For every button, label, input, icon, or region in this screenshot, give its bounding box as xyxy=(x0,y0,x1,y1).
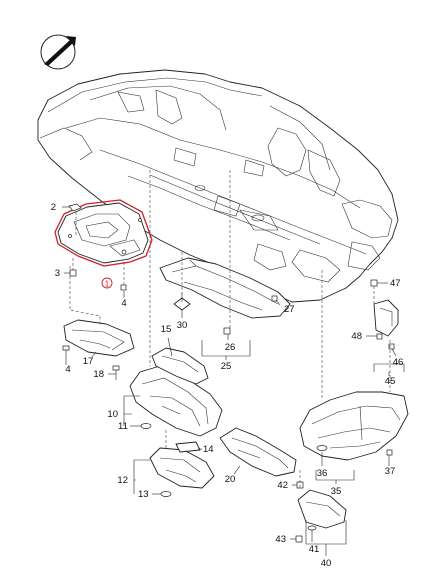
bracket-part-45 xyxy=(373,299,399,337)
callout-48: 48 xyxy=(351,331,362,342)
callout-37: 37 xyxy=(385,466,396,477)
callout-47: 47 xyxy=(390,278,401,289)
callout-41: 41 xyxy=(309,544,320,555)
heat-shield-part-10 xyxy=(129,365,223,437)
tunnel-shield-part-25 xyxy=(159,257,291,319)
engine-guard-part-1 xyxy=(54,199,153,267)
callout-2: 2 xyxy=(51,202,56,213)
bracket-part-14 xyxy=(175,441,201,453)
leader-lines xyxy=(62,206,405,556)
heat-shield-part-12 xyxy=(149,447,215,489)
callout-13: 13 xyxy=(138,489,149,500)
callout-17: 17 xyxy=(83,356,94,367)
callout-1: 1 xyxy=(105,280,110,289)
callout-11: 11 xyxy=(118,421,128,432)
callout-26: 26 xyxy=(225,342,236,353)
callout-46: 46 xyxy=(393,357,404,368)
direction-arrow-icon xyxy=(40,34,76,70)
callout-20: 20 xyxy=(225,474,236,485)
callout-25: 25 xyxy=(221,361,232,372)
callout-3: 3 xyxy=(55,268,60,279)
callout-45: 45 xyxy=(385,376,396,387)
callout-18: 18 xyxy=(93,369,104,380)
callout-36: 36 xyxy=(317,468,328,479)
callout-27: 27 xyxy=(284,304,295,315)
callout-30: 30 xyxy=(177,320,188,331)
callout-40: 40 xyxy=(321,558,332,569)
callout-42: 42 xyxy=(277,480,288,491)
callout-43: 43 xyxy=(275,534,286,545)
callout-14: 14 xyxy=(203,444,214,455)
callout-4-right: 4 xyxy=(121,298,126,309)
heat-shield-part-15 xyxy=(151,347,209,385)
callout-15: 15 xyxy=(161,324,172,335)
callout-labels: 1 2 3 4 4 10 11 12 13 14 15 17 18 20 25 … xyxy=(51,202,404,569)
heat-shield-part-20 xyxy=(219,427,297,477)
callout-12: 12 xyxy=(117,475,128,486)
callout-10: 10 xyxy=(107,409,118,420)
callout-35: 35 xyxy=(331,486,342,497)
callout-1-ring xyxy=(101,277,113,289)
assembly-lines xyxy=(69,170,391,490)
callout-4-left: 4 xyxy=(65,364,70,375)
cover-part-30 xyxy=(173,292,191,311)
shield-part-41 xyxy=(297,489,347,529)
guard-part-17 xyxy=(63,319,135,357)
